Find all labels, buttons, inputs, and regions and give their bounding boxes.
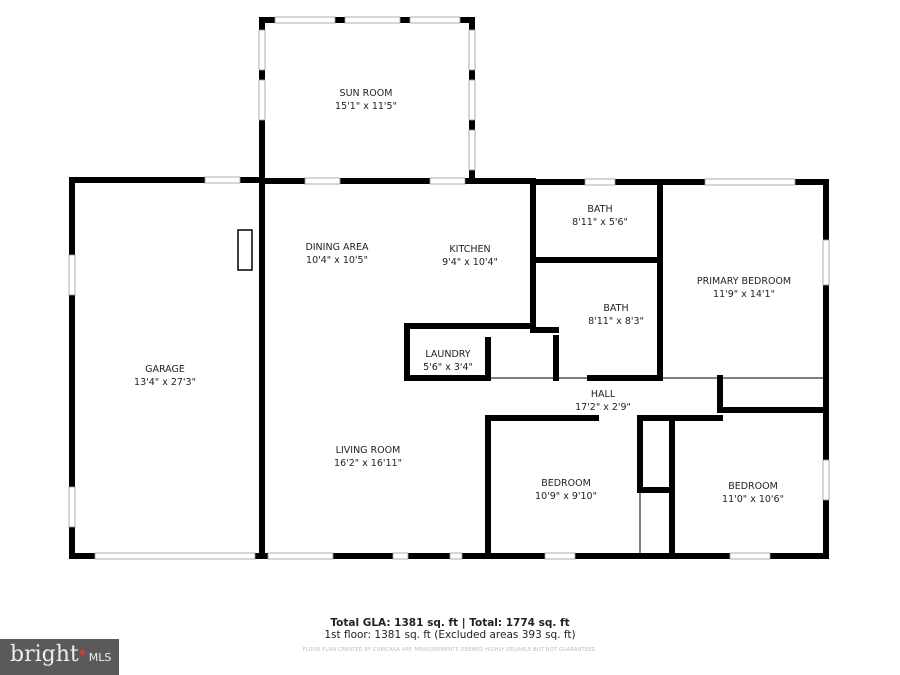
hall-walls [485, 375, 829, 559]
room-name: GARAGE [145, 364, 185, 375]
fireplace [237, 229, 253, 271]
room-dims: 8'11" x 5'6" [572, 217, 628, 228]
room-name: LAUNDRY [425, 349, 471, 360]
room-dims: 15'1" x 11'5" [335, 101, 397, 112]
room-dims: 10'9" x 9'10" [535, 491, 597, 502]
room-dims: 8'11" x 8'3" [588, 316, 644, 327]
area-totals: Total GLA: 1381 sq. ft | Total: 1774 sq.… [0, 617, 900, 653]
bedroom-walls [637, 415, 675, 559]
floor-summary: 1st floor: 1381 sq. ft (Excluded areas 3… [324, 629, 576, 641]
room-dining-area: DINING AREA 10'4" x 10'5" [305, 241, 368, 267]
windows [68, 16, 830, 560]
total-summary: Total GLA: 1381 sq. ft | Total: 1774 sq.… [330, 617, 570, 629]
room-dims: 11'9" x 14'1" [713, 289, 775, 300]
laundry-walls [404, 323, 536, 381]
room-dims: 11'0" x 10'6" [722, 494, 784, 505]
room-dims: 10'4" x 10'5" [306, 255, 368, 266]
thin-walls [488, 377, 826, 556]
room-name: PRIMARY BEDROOM [696, 276, 792, 287]
room-name: BATH [587, 204, 613, 215]
room-name: DINING AREA [305, 242, 369, 253]
room-laundry: LAUNDRY 5'6" x 3'4" [423, 348, 473, 374]
room-dims: 17'2" x 2'9" [575, 402, 631, 413]
room-bedroom-2: BEDROOM 11'0" x 10'6" [722, 480, 784, 506]
bright-mls-logo: bright MLS [0, 639, 120, 675]
room-dims: 9'4" x 10'4" [442, 257, 498, 268]
room-sun-room: SUN ROOM 15'1" x 11'5" [335, 87, 397, 113]
room-dims: 5'6" x 3'4" [423, 362, 473, 373]
room-name: SUN ROOM [339, 88, 393, 99]
logo-suffix: MLS [88, 651, 112, 664]
floor-plan [68, 16, 830, 560]
room-name: BATH [603, 303, 629, 314]
disclaimer: FLOOR PLAN CREATED BY CUBICASA APP. MEAS… [302, 647, 598, 653]
room-hall: HALL 17'2" x 2'9" [575, 388, 631, 414]
room-name: KITCHEN [449, 244, 491, 255]
logo-brand: bright [10, 642, 79, 667]
room-name: BEDROOM [728, 481, 778, 492]
room-bath-1: BATH 8'11" x 5'6" [572, 203, 628, 229]
room-living-room: LIVING ROOM 16'2" x 16'11" [334, 444, 402, 470]
room-bedroom-1: BEDROOM 10'9" x 9'10" [535, 477, 597, 503]
logo-dot [79, 650, 85, 655]
room-dims: 13'4" x 27'3" [134, 377, 196, 388]
room-name: HALL [590, 389, 616, 400]
room-name: LIVING ROOM [335, 445, 401, 456]
room-kitchen: KITCHEN 9'4" x 10'4" [442, 243, 498, 269]
room-bath-2: BATH 8'11" x 8'3" [588, 302, 644, 328]
room-garage: GARAGE 13'4" x 27'3" [134, 363, 196, 389]
room-primary-bedroom: PRIMARY BEDROOM 11'9" x 14'1" [697, 275, 791, 301]
room-name: BEDROOM [541, 478, 591, 489]
room-dims: 16'2" x 16'11" [334, 458, 402, 469]
